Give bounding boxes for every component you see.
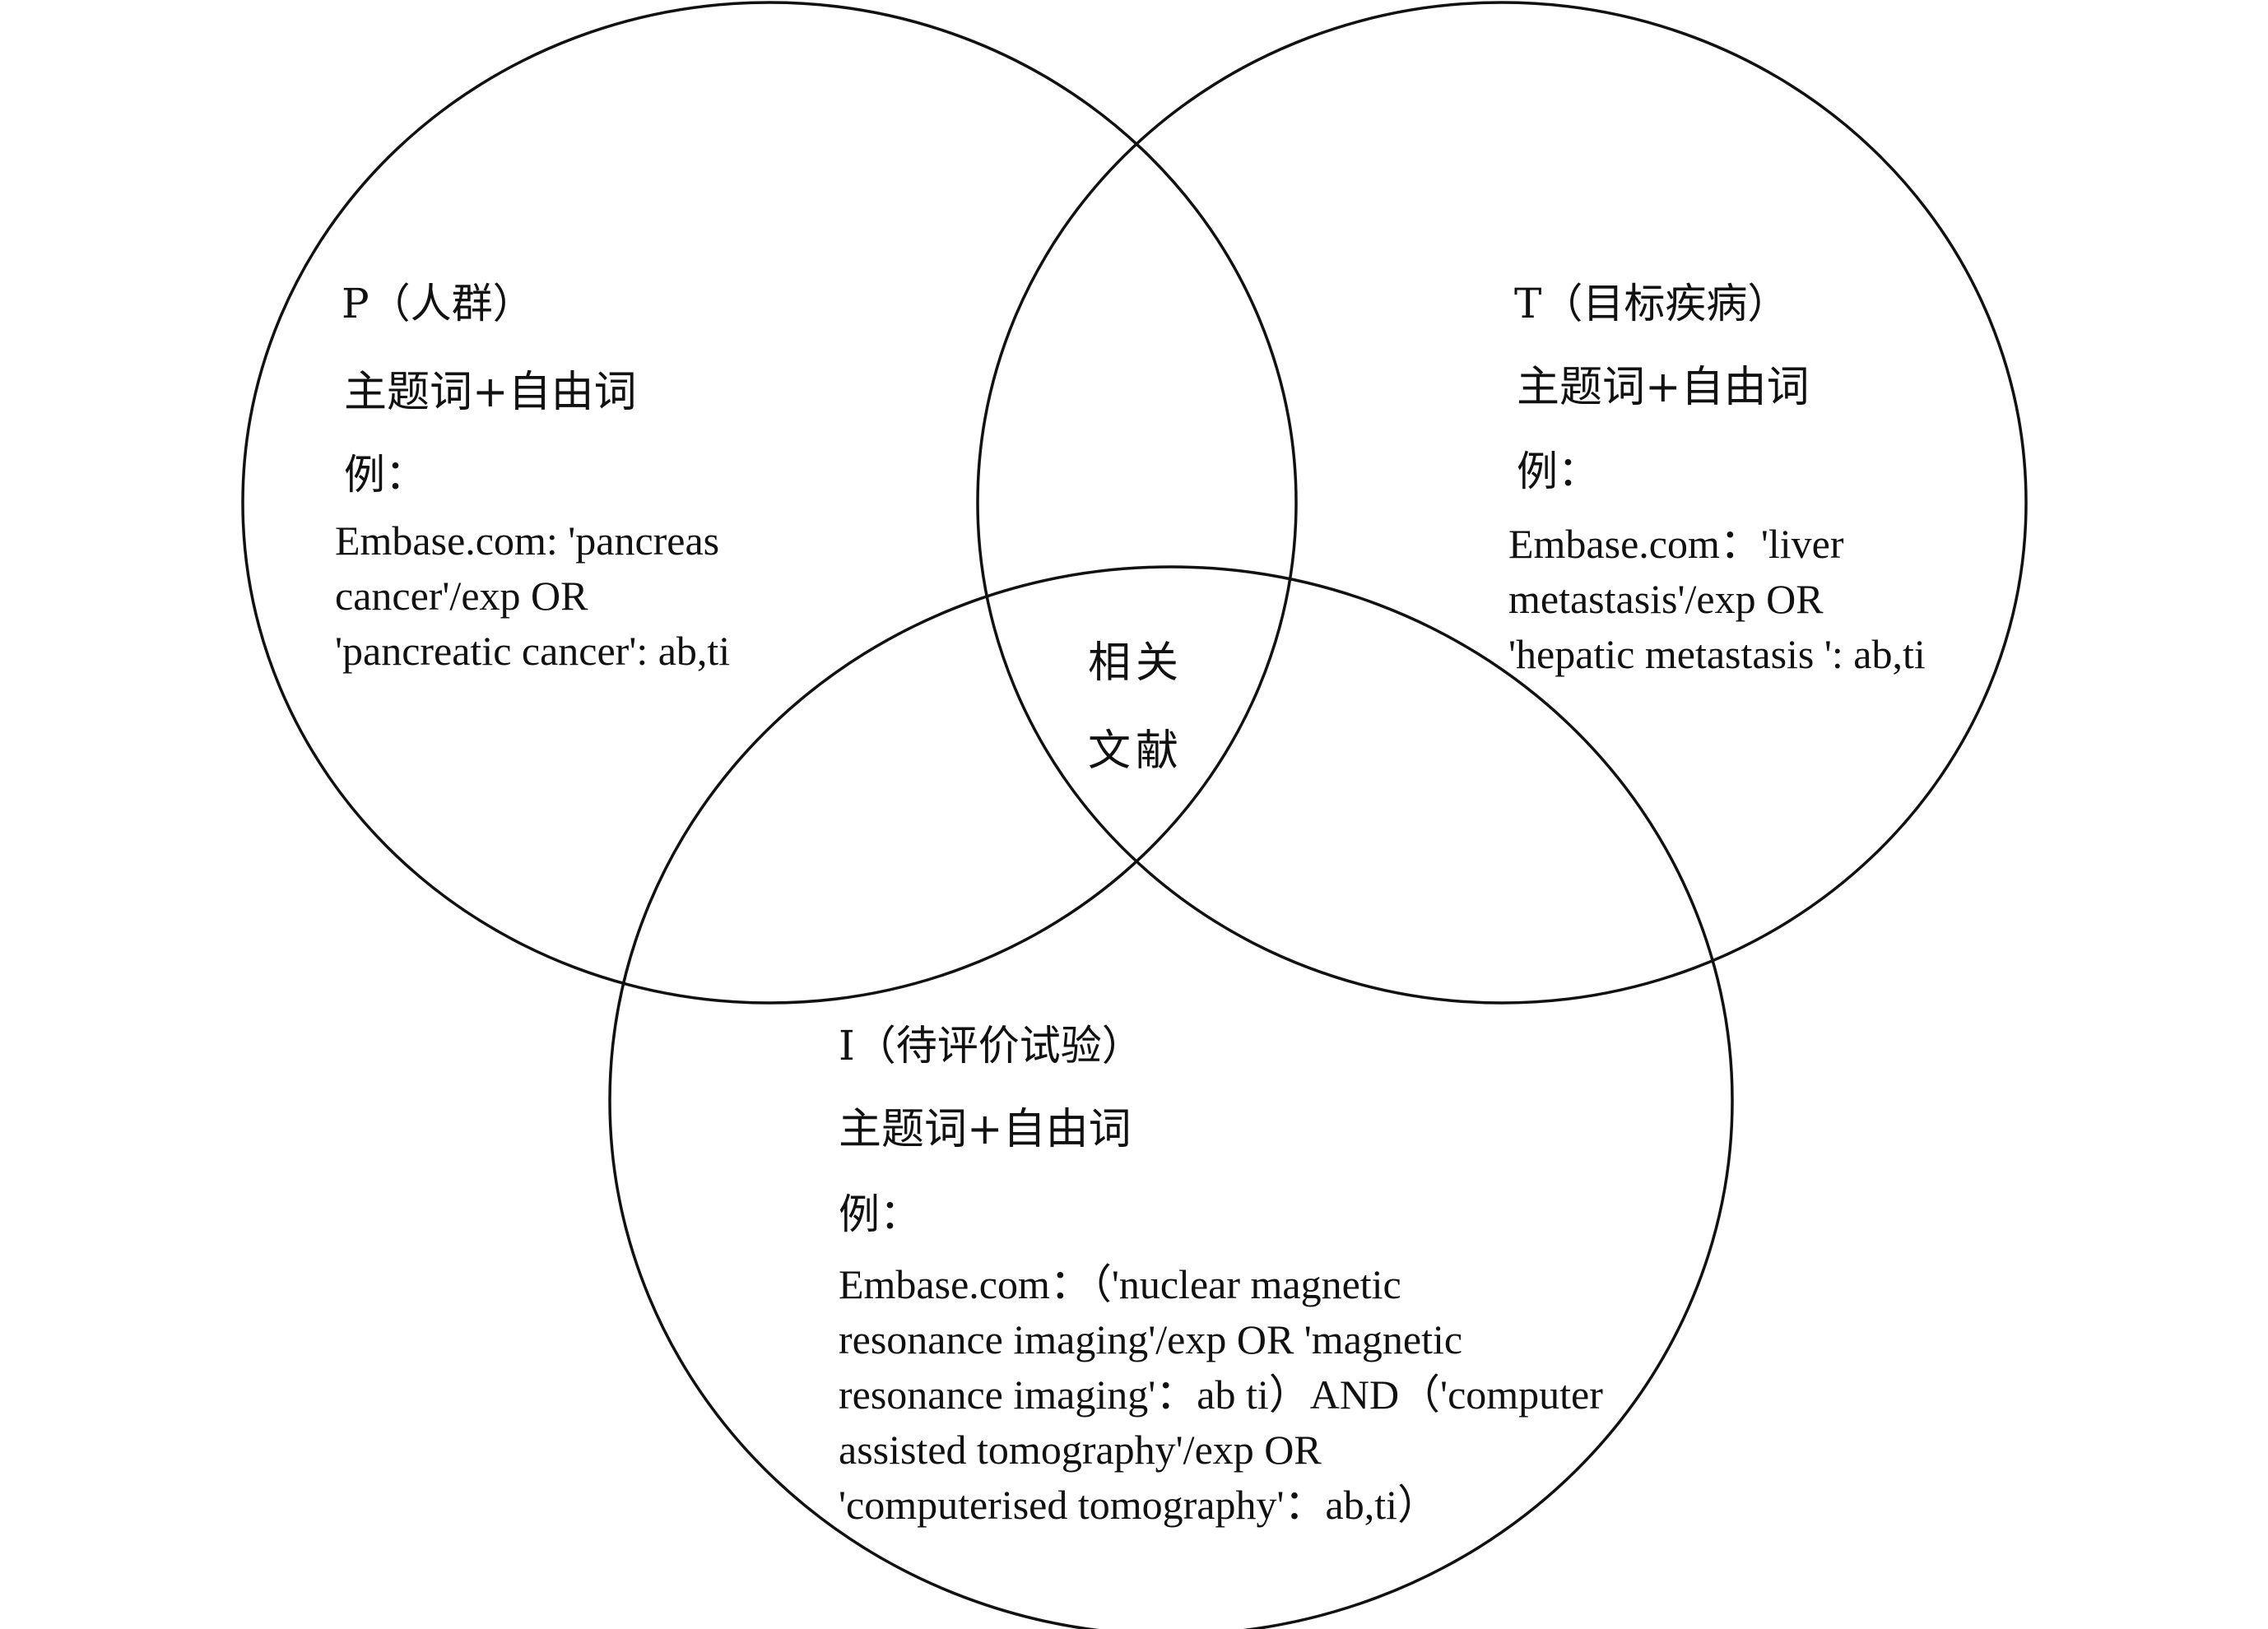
circle-i-query-line-3: resonance imaging'：ab ti）AND（'computer bbox=[839, 1371, 1603, 1418]
circle-p-population bbox=[241, 1, 1298, 1005]
circle-i-query-line-4: assisted tomography'/exp OR bbox=[839, 1427, 1322, 1473]
circle-t-target-disease bbox=[976, 1, 2028, 1005]
circle-t-example-label: 例： bbox=[1517, 448, 1599, 495]
circle-p-subtitle: 主题词+自由词 bbox=[344, 368, 637, 417]
circle-p-query-line-3: 'pancreatic cancer': ab,ti bbox=[335, 628, 731, 674]
circle-i-index-test bbox=[608, 565, 1734, 1629]
circle-p-query-line-2: cancer'/exp OR bbox=[335, 573, 588, 619]
circle-t-query-line-1: Embase.com：'liver bbox=[1508, 521, 1844, 567]
circle-t-title: T（目标疾病） bbox=[1514, 280, 1789, 327]
circle-i-query-line-5: 'computerised tomography'：ab,ti） bbox=[839, 1482, 1438, 1528]
circle-i-query-line-2: resonance imaging'/exp OR 'magnetic bbox=[839, 1316, 1463, 1362]
circle-t-query-line-3: 'hepatic metastasis ': ab,ti bbox=[1508, 631, 1926, 677]
circle-p-example-label: 例： bbox=[344, 451, 426, 499]
circle-t-query-line-2: metastasis'/exp OR bbox=[1508, 576, 1824, 622]
circle-i-query-line-1: Embase.com：（'nuclear magnetic bbox=[839, 1261, 1401, 1307]
circle-p-title: P（人群） bbox=[342, 280, 534, 327]
circle-i-example-label: 例： bbox=[839, 1190, 921, 1238]
circle-i-title: I（待评价试验） bbox=[839, 1022, 1143, 1070]
circle-i-subtitle: 主题词+自由词 bbox=[839, 1105, 1132, 1154]
intersection-label-line-2: 文献 bbox=[1088, 726, 1184, 776]
circle-p-query-line-1: Embase.com: 'pancreas bbox=[335, 517, 720, 564]
circle-t-subtitle: 主题词+自由词 bbox=[1517, 363, 1810, 412]
intersection-label-line-1: 相关 bbox=[1088, 638, 1184, 688]
